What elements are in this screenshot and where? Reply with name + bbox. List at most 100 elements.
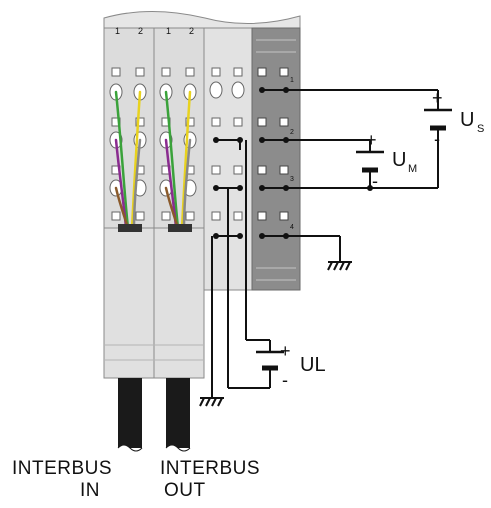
um-plus-sign: + (366, 130, 377, 150)
cable-gland (168, 224, 192, 232)
battery-um (356, 150, 384, 173)
terminal-square (257, 165, 267, 175)
terminal-square (161, 211, 171, 221)
terminal-square (185, 117, 195, 127)
connector-plugs (103, 224, 205, 379)
ground-hatch (333, 261, 339, 271)
terminal-square (211, 117, 221, 127)
power-module-terminals (257, 67, 289, 221)
terminal-square (135, 211, 145, 221)
slot-number: 2 (189, 26, 194, 36)
interbus-out-wires (164, 90, 192, 230)
um-subscript: M (408, 163, 417, 175)
us-plus-sign: + (432, 88, 443, 108)
terminal-square (211, 67, 221, 77)
um-minus-sign: - (372, 171, 378, 191)
ul-plus-sign: + (280, 341, 291, 361)
terminal-square (257, 67, 267, 77)
interbus-out-plug (153, 227, 205, 379)
ground-icon (199, 397, 224, 407)
terminal-square (279, 117, 289, 127)
connection-dot (283, 137, 289, 143)
slot-number: 1 (115, 26, 120, 36)
us-symbol: U (460, 109, 474, 131)
wire-grey (182, 138, 192, 230)
terminal-square (257, 211, 267, 221)
us-minus-sign: - (434, 129, 440, 149)
ground-hatch (199, 397, 205, 407)
terminal-square (279, 211, 289, 221)
terminal-square (233, 117, 243, 127)
ground-hatch (211, 397, 217, 407)
interbus-in-cable (118, 378, 142, 448)
terminal-square (185, 67, 195, 77)
wire-grey (132, 138, 142, 230)
connection-dot (259, 87, 265, 93)
wire-green (114, 90, 130, 230)
ground-hatch (339, 261, 345, 271)
terminal-number: 2 (290, 129, 294, 136)
us-subscript: S (477, 123, 484, 135)
supply-labels: + - U S + - U M + - UL (280, 88, 484, 390)
ul-label: UL (300, 354, 326, 376)
connection-dot (213, 233, 219, 239)
battery-us (424, 108, 452, 131)
ul-module-terminals (209, 67, 245, 221)
cable-break (117, 444, 143, 452)
terminal-round (209, 81, 223, 99)
terminal-round (231, 81, 245, 99)
wire-yellow (130, 90, 142, 230)
interbus-in-plug (103, 227, 155, 379)
connection-dot (259, 233, 265, 239)
ground-hatch (327, 261, 333, 271)
terminal-square (279, 165, 289, 175)
power-module (251, 27, 301, 291)
cable-break (165, 444, 191, 452)
terminal-square (233, 165, 243, 175)
ul-minus-sign: - (282, 370, 288, 390)
terminal-number: 3 (290, 176, 294, 183)
terminal-number: 1 (290, 77, 294, 84)
connection-dot (283, 185, 289, 191)
wire-yellow (180, 90, 192, 230)
um-symbol: U (392, 149, 406, 171)
module-housings: 1 2 1 2 1 2 3 4 (103, 11, 301, 291)
terminal-square (111, 67, 121, 77)
terminal-square (161, 67, 171, 77)
connection-dot (367, 185, 373, 191)
connection-dots (213, 87, 373, 239)
interbus-in-line2: IN (80, 480, 100, 501)
terminal-square (211, 165, 221, 175)
interbus-in-caption: INTERBUS IN (12, 458, 152, 502)
ground-icon (327, 261, 352, 271)
terminal-square (257, 117, 267, 127)
connection-dot (213, 185, 219, 191)
terminal-square (135, 67, 145, 77)
battery-ul (256, 350, 284, 371)
interbus-out-line2: OUT (164, 480, 206, 501)
connection-dot (259, 137, 265, 143)
connection-dot (213, 137, 219, 143)
connection-dot (237, 185, 243, 191)
interbus-cables (117, 378, 191, 452)
terminal-square (233, 211, 243, 221)
ground-hatch (205, 397, 211, 407)
terminal-square (111, 211, 121, 221)
ground-hatch (345, 261, 351, 271)
terminal-square (211, 211, 221, 221)
terminal-number: 4 (290, 224, 294, 231)
wire-green (164, 90, 180, 230)
connection-dot (237, 137, 243, 143)
connection-dot (259, 185, 265, 191)
connection-dot (237, 233, 243, 239)
interbus-out-cable (166, 378, 190, 448)
slot-number: 2 (138, 26, 143, 36)
cable-gland (118, 224, 142, 232)
terminal-square (279, 67, 289, 77)
ground-hatch (217, 397, 223, 407)
slot-number: 1 (166, 26, 171, 36)
interbus-in-line1: INTERBUS (12, 458, 113, 479)
connection-dot (283, 87, 289, 93)
terminal-square (185, 211, 195, 221)
